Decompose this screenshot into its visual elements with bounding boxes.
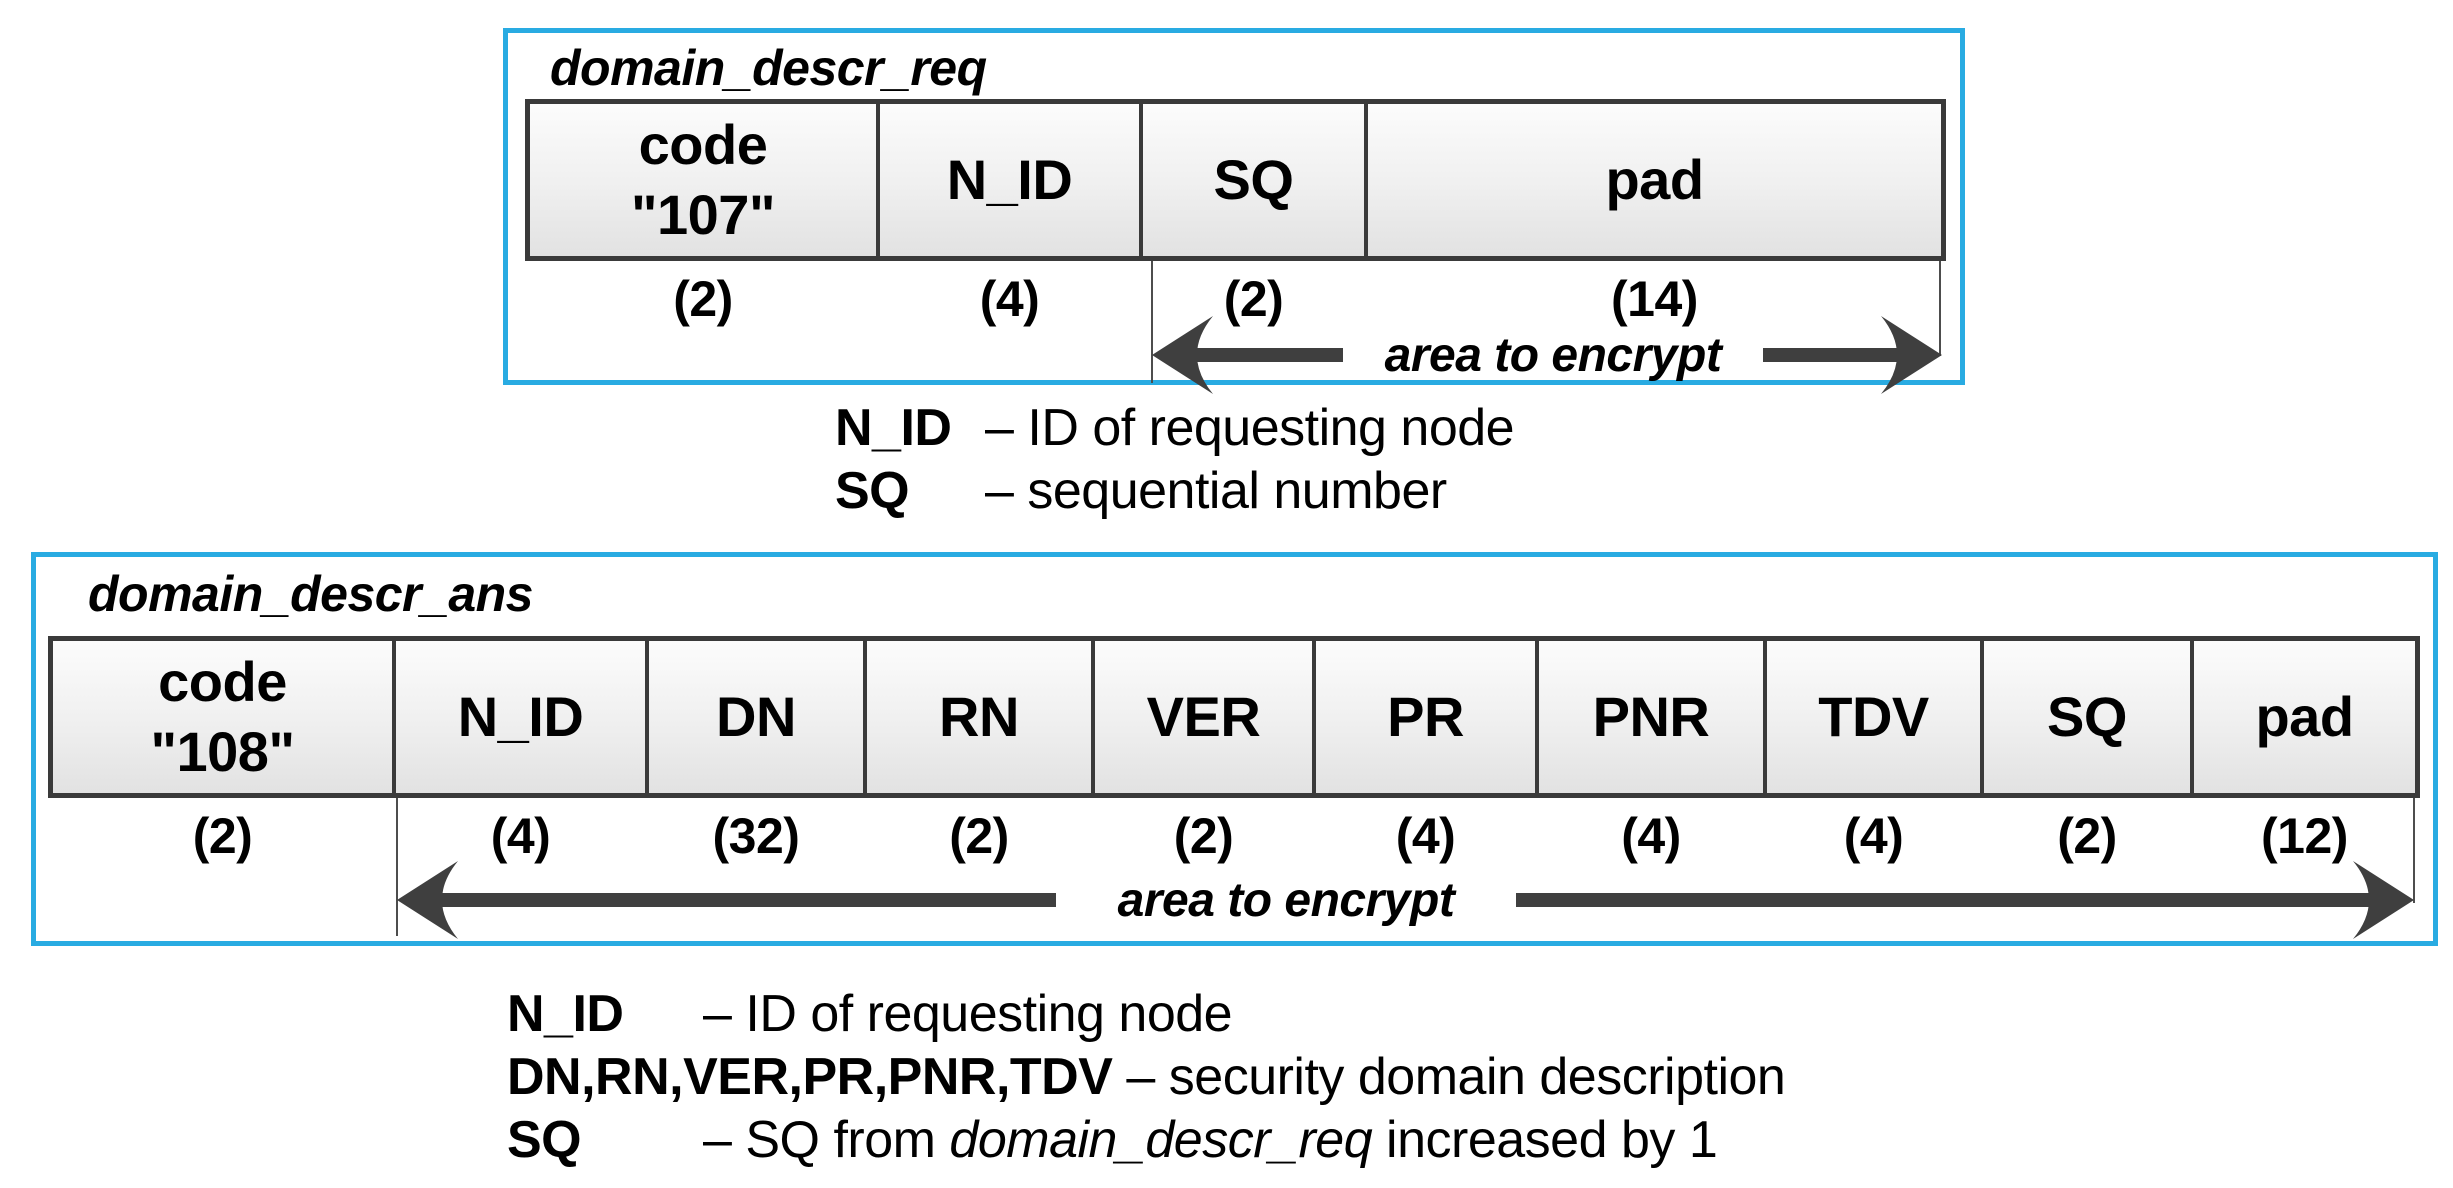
field-label: SQ <box>2047 685 2127 748</box>
field-size-label: (2) <box>673 271 733 327</box>
area-to-encrypt-label: area to encrypt <box>1384 328 1722 382</box>
legend-term: N_ID <box>835 399 952 457</box>
legend-desc: – security domain description <box>1126 1048 1786 1106</box>
legend-term: SQ <box>835 462 910 520</box>
field-label: RN <box>939 685 1019 748</box>
field-size-label: (2) <box>2057 808 2117 864</box>
legend-desc: – SQ from domain_descr_req increased by … <box>703 1111 1718 1169</box>
legend-row: SQ – SQ from domain_descr_req increased … <box>507 1110 1785 1173</box>
field-label: SQ <box>1213 148 1294 211</box>
connector-line <box>1939 261 1941 356</box>
field-label: VER <box>1146 685 1261 748</box>
arrowhead-right-icon <box>1516 861 2414 939</box>
field-label: N_ID <box>946 148 1073 211</box>
legend-desc: – sequential number <box>985 462 1447 520</box>
legend-req: N_ID – ID of requesting node SQ – sequen… <box>835 398 1515 524</box>
area-to-encrypt-label: area to encrypt <box>1117 873 1455 927</box>
field-size-label: (32) <box>712 808 800 864</box>
field-size-label: (4) <box>1395 808 1456 864</box>
field-size-label: (4) <box>1621 808 1681 864</box>
arrowhead-right-icon <box>1763 316 1942 394</box>
legend-ans: N_ID – ID of requesting node DN,RN,VER,P… <box>507 984 1786 1173</box>
field-cell-sq: SQ <box>1984 641 2194 793</box>
field-table-req: code "107" N_ID SQ pad <box>525 99 1946 261</box>
legend-row: N_ID – ID of requesting node <box>507 984 1785 1047</box>
arrowhead-left-icon <box>397 861 1056 939</box>
field-label: TDV <box>1818 685 1929 748</box>
field-sizes-req: (2) (4) (2) (14) <box>525 267 1946 329</box>
legend-term: SQ <box>507 1111 582 1169</box>
panel-title-req: domain_descr_req <box>550 40 987 96</box>
field-cell-pad: pad <box>1368 104 1941 256</box>
legend-desc: – ID of requesting node <box>703 985 1233 1043</box>
field-size-label: (2) <box>192 808 253 864</box>
field-size-label: (4) <box>1843 808 1904 864</box>
field-sizes-ans: (2) (4) (32) (2) (2) (4) (4) (4) (2) (12… <box>48 804 2420 866</box>
field-label: PNR <box>1592 685 1710 748</box>
field-label: DN <box>716 685 796 748</box>
field-value: "108" <box>150 720 295 783</box>
domain-descr-ans-panel: domain_descr_ans code "108" N_ID DN RN V… <box>31 552 2438 946</box>
arrowhead-left-icon <box>1152 316 1343 394</box>
field-label: pad <box>2255 685 2354 748</box>
field-size-label: (2) <box>949 808 1009 864</box>
field-size-label: (2) <box>1223 271 1284 327</box>
legend-term: N_ID <box>507 985 624 1043</box>
field-size-label: (14) <box>1611 271 1698 327</box>
legend-row: N_ID – ID of requesting node <box>835 398 1515 461</box>
field-cell-rn: RN <box>867 641 1095 793</box>
legend-term: DN,RN,VER,PR,PNR,TDV <box>507 1048 1113 1106</box>
field-size-label: (4) <box>490 808 551 864</box>
field-cell-nid: N_ID <box>880 104 1143 256</box>
legend-row: SQ – sequential number <box>835 461 1514 524</box>
field-size-label: (2) <box>1173 808 1234 864</box>
field-label: PR <box>1387 685 1464 748</box>
field-cell-ver: VER <box>1095 641 1316 793</box>
field-label: code <box>638 113 768 176</box>
field-table-ans: code "108" N_ID DN RN VER PR PNR TDV <box>48 636 2420 798</box>
legend-row: DN,RN,VER,PR,PNR,TDV – security domain d… <box>507 1047 1786 1110</box>
field-cell-code: code "107" <box>530 104 880 256</box>
field-size-label: (4) <box>979 271 1040 327</box>
domain-descr-req-panel: domain_descr_req code "107" N_ID SQ pad … <box>503 28 1965 394</box>
panel-title-ans: domain_descr_ans <box>88 566 533 622</box>
field-cell-pnr: PNR <box>1539 641 1767 793</box>
legend-desc: – ID of requesting node <box>985 399 1515 457</box>
field-cell-tdv: TDV <box>1767 641 1984 793</box>
legend-desc-italic: domain_descr_req <box>949 1111 1373 1169</box>
connector-line <box>1151 261 1153 383</box>
field-label: code <box>158 650 287 713</box>
field-cell-pad: pad <box>2194 641 2415 793</box>
field-value: "107" <box>630 183 776 246</box>
field-label: pad <box>1605 148 1704 211</box>
field-cell-pr: PR <box>1316 641 1539 793</box>
field-cell-code: code "108" <box>53 641 396 793</box>
connector-line <box>396 798 398 936</box>
field-label: N_ID <box>457 685 584 748</box>
connector-line <box>2413 798 2415 903</box>
field-cell-dn: DN <box>649 641 867 793</box>
field-size-label: (12) <box>2261 808 2348 864</box>
field-cell-sq: SQ <box>1143 104 1368 256</box>
field-cell-nid: N_ID <box>396 641 649 793</box>
